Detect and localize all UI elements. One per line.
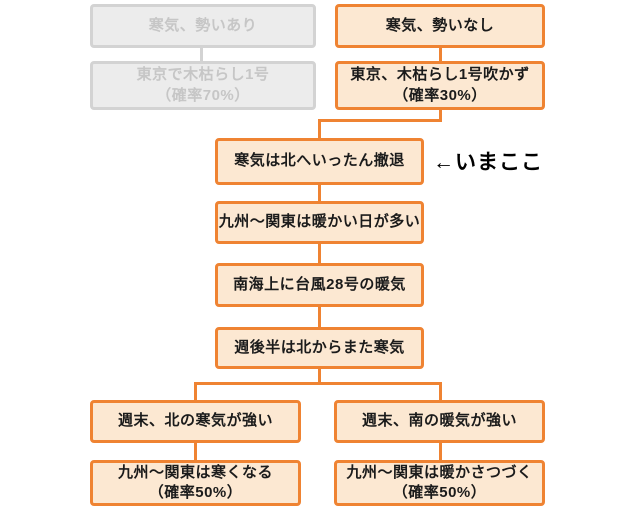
node-gets-cold-50: 九州〜関東は寒くなる （確率50%）: [90, 460, 301, 506]
node-cold-retreat: 寒気は北へいったん撤退: [215, 138, 424, 185]
node-text: 週後半は北からまた寒気: [234, 338, 405, 356]
node-text: 九州〜関東は寒くなる: [117, 463, 273, 481]
node-text: 寒気、勢いなし: [385, 16, 495, 34]
node-text: 週末、北の寒気が強い: [117, 412, 273, 430]
connector-split-stem: [318, 369, 321, 383]
node-text: 南海上に台風28号の暖気: [233, 275, 406, 293]
node-kogarashi-none-30: 東京、木枯らし1号吹かず （確率30%）: [335, 61, 545, 110]
connector-gray-vertical: [200, 48, 203, 61]
node-cold-air-weak: 寒気、勢いなし: [335, 4, 545, 48]
node-text: 東京、木枯らし1号吹かず: [350, 66, 530, 84]
node-text: 寒気は北へいったん撤退: [234, 152, 405, 170]
node-text: （確率30%）: [393, 86, 487, 104]
now-here-annotation: ←いまここ: [433, 151, 543, 174]
node-text: 東京で木枯らし1号: [136, 66, 270, 84]
node-text: （確率50%）: [148, 484, 243, 501]
connector-split-right-drop: [439, 385, 442, 400]
node-typhoon-warmth: 南海上に台風28号の暖気: [215, 263, 424, 307]
node-text: （確率70%）: [156, 86, 250, 104]
connector-left-outcome: [194, 443, 197, 460]
connector-elbow-horizontal: [318, 119, 442, 122]
node-warm-days: 九州〜関東は暖かい日が多い: [215, 201, 424, 244]
node-stays-warm-50: 九州〜関東は暖かさつづく （確率50%）: [334, 460, 545, 506]
node-text: （確率50%）: [392, 484, 487, 501]
connector-chain-1: [318, 185, 321, 201]
node-text: 寒気、勢いあり: [148, 16, 258, 34]
node-text: 週末、南の暖気が強い: [361, 412, 517, 430]
connector-chain-3: [318, 307, 321, 327]
node-kogarashi-tokyo-70: 東京で木枯らし1号 （確率70%）: [90, 61, 316, 110]
connector-split-horizontal: [194, 382, 442, 385]
node-text: 九州〜関東は暖かい日が多い: [218, 213, 421, 231]
connector-elbow-drop: [439, 110, 442, 122]
connector-right-outcome: [439, 443, 442, 460]
node-text: 九州〜関東は暖かさつづく: [346, 463, 533, 481]
node-cold-returns: 週後半は北からまた寒気: [215, 327, 424, 369]
connector-top-right-vertical: [439, 48, 442, 61]
connector-elbow-down: [318, 122, 321, 138]
node-weekend-cold-strong: 週末、北の寒気が強い: [90, 400, 301, 443]
node-cold-air-strong: 寒気、勢いあり: [90, 4, 316, 48]
connector-split-left-drop: [194, 385, 197, 400]
connector-chain-2: [318, 244, 321, 263]
node-weekend-warm-strong: 週末、南の暖気が強い: [334, 400, 545, 443]
